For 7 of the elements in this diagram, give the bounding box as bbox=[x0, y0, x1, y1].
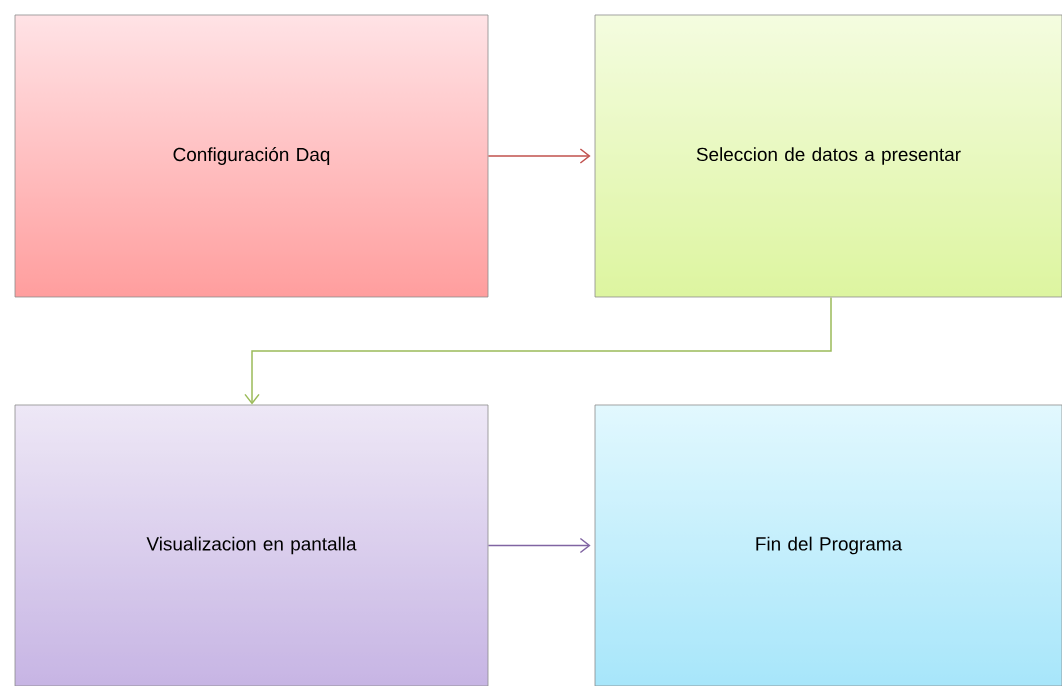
process-box: Seleccion de datos a presentar bbox=[594, 14, 1062, 298]
process-box: Visualizacion en pantalla bbox=[14, 404, 489, 686]
arrow bbox=[244, 296, 832, 405]
process-box: Fin del Programa bbox=[594, 404, 1062, 686]
process-box: Configuración Daq bbox=[14, 14, 489, 298]
arrow bbox=[487, 537, 591, 554]
arrow bbox=[487, 148, 591, 164]
